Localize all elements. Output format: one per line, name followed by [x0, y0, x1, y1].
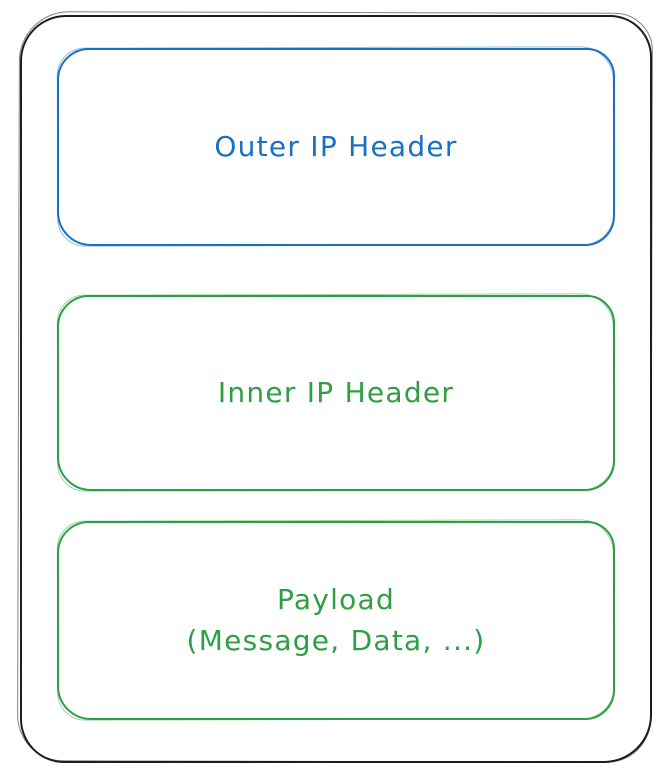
inner-ip-header-box: Inner IP Header [57, 295, 615, 491]
packet-frame [20, 15, 652, 763]
inner-ip-header-label: Inner IP Header [217, 375, 455, 409]
payload-label-line2: (Message, Data, ...) [186, 623, 486, 657]
payload-label-line1: Payload [276, 582, 396, 616]
outer-ip-header-label: Outer IP Header [214, 129, 458, 163]
payload-box: Payload (Message, Data, ...) [57, 521, 615, 720]
outer-ip-header-box: Outer IP Header [57, 48, 615, 246]
